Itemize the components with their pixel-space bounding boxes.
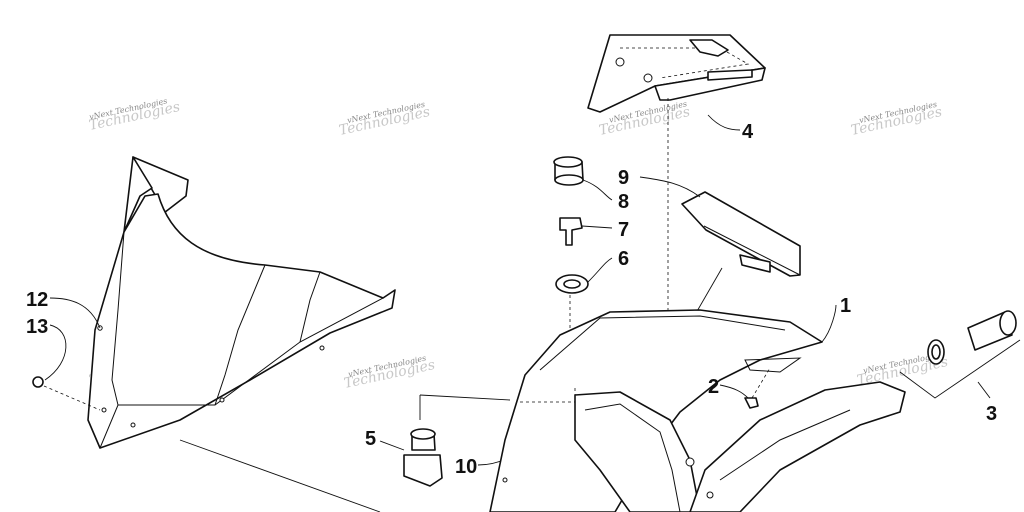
callout-5: 5: [365, 428, 376, 450]
callout-8: 8: [618, 191, 629, 213]
grommet-part: [555, 257, 613, 380]
callout-6: 6: [618, 248, 629, 270]
callout-2: 2: [708, 376, 719, 398]
storage-box-part: [587, 34, 766, 415]
windshield-part: [32, 156, 396, 449]
callout-13: 13: [26, 316, 48, 338]
callout-12: 12: [26, 289, 48, 311]
callout-9: 9: [618, 167, 629, 189]
callout-7: 7: [618, 219, 629, 241]
callout-4: 4: [742, 121, 754, 143]
watermark-4: Technologies vNext Technologies: [850, 100, 944, 139]
callout-1: 1: [840, 295, 851, 317]
cap-part: [553, 156, 613, 201]
callout-labels: 1 2 3 4 5 6 7 8 9 10 12 13: [26, 121, 997, 478]
key-part: [559, 217, 613, 246]
watermark-6: Technologies vNext Technologies: [343, 354, 437, 392]
screw-13: [32, 376, 44, 388]
fitting-part: [379, 428, 443, 487]
lock-cylinder-part: [899, 310, 1021, 399]
callout-10: 10: [455, 456, 477, 478]
watermark-2: Technologies vNext Technologies: [338, 100, 432, 139]
callout-3: 3: [986, 403, 997, 425]
watermark-1: Technologies vNext Technologies: [88, 96, 182, 133]
hood-part: [489, 304, 906, 512]
screw-2-part: [719, 367, 771, 409]
